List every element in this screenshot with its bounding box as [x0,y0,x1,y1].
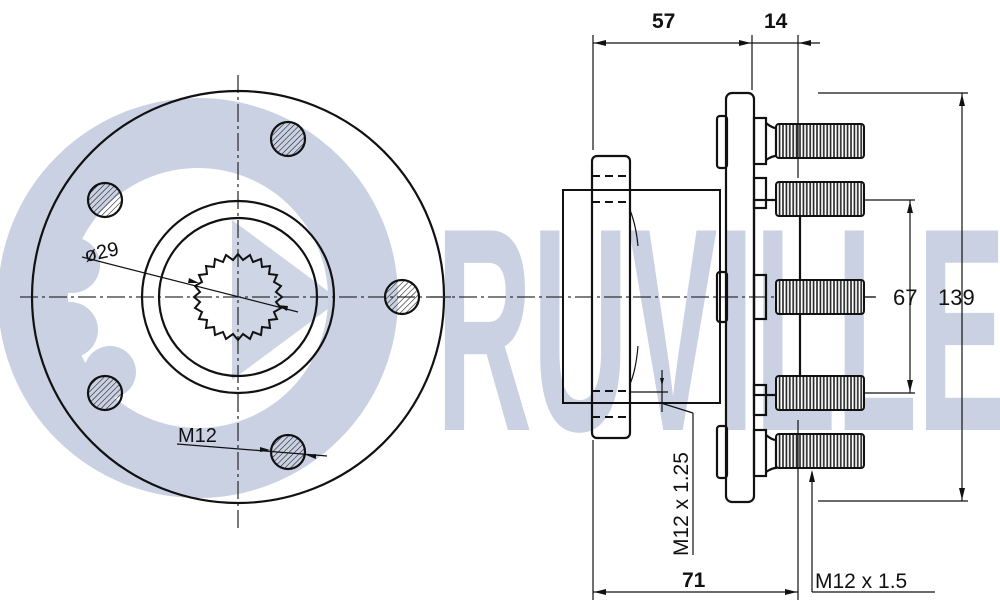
bolt-hole-1 [269,120,307,158]
spline-bore [192,252,284,342]
dimension-139: 139 [938,93,975,501]
mounting-flange [590,154,632,440]
stud-thread-callout: M12 x 1.5 [809,470,935,593]
bolt-hole-2 [86,181,124,219]
wheel-stud-2 [752,176,865,217]
hub-inner-ring [157,216,319,378]
hub-body [562,189,721,404]
overall-length-label: 71 [682,569,706,592]
pilot-diameter-label: 67 [893,285,917,310]
wheel-studs [752,116,865,478]
bolt-hole-3 [383,278,421,316]
hub-length-label: 57 [652,10,675,33]
flange-diameter-label: 139 [938,285,975,310]
bolt-holes [86,120,421,471]
mounting-thread-label: M12 x 1.25 [670,452,693,556]
stud-thread-label: M12 x 1.5 [815,570,907,593]
wheel-stud-1 [752,116,865,166]
dimension-14: 14 [752,10,820,46]
flange-offset-label: 14 [764,10,788,33]
bolt-hole-4 [86,374,124,412]
bolt-thread-dimension: M12 [176,425,328,459]
wheel-stud-4 [752,375,865,417]
mounting-thread-callout: M12 x 1.25 [630,370,694,556]
dimension-71: 71 [593,569,798,595]
bearing-logo-icon [0,98,398,498]
bolt-thread-label: M12 [178,425,217,447]
dimension-67: 67 [864,200,917,393]
side-view: 57 14 67 139 71 [430,10,975,600]
dimension-57: 57 [593,10,752,46]
hub-outer-ring [140,199,336,395]
